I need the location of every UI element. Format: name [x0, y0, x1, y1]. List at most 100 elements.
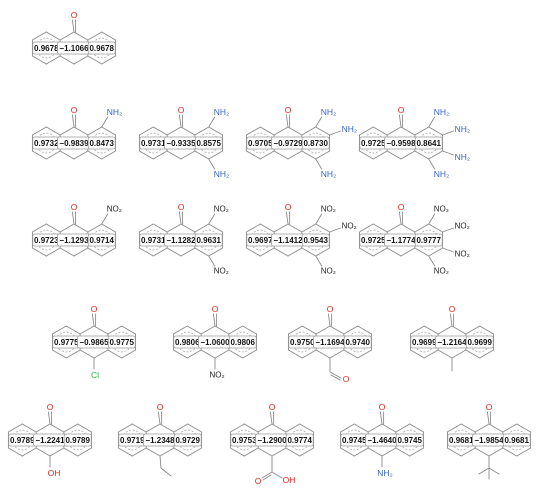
ring-bond — [273, 223, 289, 233]
ring-bond — [107, 325, 123, 335]
ring-bond — [273, 247, 289, 257]
ring-bond — [87, 150, 103, 160]
substituent-label: NO₂ — [455, 222, 470, 231]
ring-bond — [301, 247, 317, 257]
ring-bond — [145, 447, 161, 457]
ring-bond — [73, 247, 89, 257]
substituent-bond — [428, 255, 436, 267]
ring-bond — [117, 423, 133, 433]
ring-bond — [301, 150, 317, 160]
ring-bond — [315, 223, 331, 233]
ring-bond — [187, 447, 203, 457]
substituent-bond — [101, 116, 109, 128]
ring-bond — [152, 247, 168, 257]
ring-bond — [172, 349, 188, 359]
right-ring-value-box — [87, 233, 116, 247]
substituent-bond — [315, 158, 323, 170]
right-ring-value-box — [395, 433, 424, 447]
ring-bond — [173, 423, 189, 433]
ring-bond — [63, 447, 79, 457]
ring-bond — [131, 447, 147, 457]
left-ring-value: 0.9697 — [248, 236, 273, 245]
left-ring-value: 0.9731 — [141, 236, 166, 245]
ring-bond — [271, 447, 287, 457]
right-ring-value-box — [343, 335, 372, 349]
ring-bond — [502, 423, 518, 433]
ring-bond — [45, 247, 61, 257]
right-ring-value: 0.9777 — [416, 236, 441, 245]
right-ring-value-box — [285, 433, 314, 447]
substituent-label: NH₂ — [455, 152, 471, 162]
ring-bond — [287, 247, 303, 257]
ring-bond — [428, 223, 444, 233]
ring-bond — [414, 247, 430, 257]
ring-bond — [315, 349, 331, 359]
ring-bond — [271, 423, 287, 433]
left-ring-value: 0.9678 — [34, 44, 59, 53]
ring-bond — [229, 447, 245, 457]
carbonyl-bond — [379, 411, 383, 425]
carbonyl-bond — [47, 411, 51, 425]
ring-bond — [101, 150, 117, 160]
right-ring-value-box — [87, 136, 116, 150]
chlorine-label: Cl — [91, 370, 99, 380]
substituent-label: NO₂ — [107, 205, 122, 214]
center-ring-value: −1.2900 — [257, 436, 287, 445]
ring-bond — [31, 223, 47, 233]
substituent-bond — [442, 227, 455, 233]
ring-bond — [131, 423, 147, 433]
ring-bond — [372, 150, 388, 160]
carbonyl-oxygen-label: O — [71, 105, 78, 115]
ring-bond — [93, 325, 109, 335]
substituent-bond — [428, 116, 436, 128]
substituent-label: NO₂ — [434, 267, 449, 276]
right-ring-value: 0.8641 — [416, 139, 441, 148]
carboxyl-oxygen-label: O — [255, 476, 262, 486]
right-ring-value: 0.9745 — [397, 436, 422, 445]
ring-bond — [428, 247, 444, 257]
substituent-bond — [442, 130, 455, 136]
substituent-label: NO₂ — [342, 222, 357, 231]
carbonyl-oxygen-label: O — [212, 304, 219, 314]
substituent-bond — [208, 158, 216, 170]
ring-bond — [107, 349, 123, 359]
center-ring-value: −1.2164 — [437, 338, 467, 347]
ring-bond — [45, 126, 61, 136]
right-ring-value: 0.9678 — [89, 44, 114, 53]
carbonyl-oxygen-label: O — [178, 202, 185, 212]
center-ring-value: −0.9865 — [79, 338, 109, 347]
ring-bond — [101, 126, 117, 136]
left-ring-value: 0.9745 — [342, 436, 367, 445]
ring-bond — [79, 325, 95, 335]
center-ring-value: −1.0600 — [200, 338, 230, 347]
left-ring-value: 0.9750 — [290, 338, 315, 347]
right-ring-value-box — [502, 433, 531, 447]
ring-bond — [242, 325, 258, 335]
ring-bond — [423, 349, 439, 359]
ring-bond — [409, 447, 425, 457]
ring-bond — [358, 126, 374, 136]
left-ring-value: 0.9775 — [54, 338, 79, 347]
ring-bond — [301, 223, 317, 233]
right-ring-value-box — [63, 433, 92, 447]
ring-bond — [259, 150, 275, 160]
nitro-label: NO₂ — [209, 371, 224, 380]
substituent-label: NO₂ — [321, 205, 336, 214]
ring-bond — [273, 150, 289, 160]
ring-bond — [49, 423, 65, 433]
ring-bond — [446, 423, 462, 433]
substituent-label: NH₂ — [434, 107, 450, 117]
substituent-label: NH₂ — [342, 124, 358, 134]
carbonyl-oxygen-label: O — [398, 105, 405, 115]
ring-bond — [465, 349, 481, 359]
ring-bond — [180, 247, 196, 257]
ring-bond — [353, 423, 369, 433]
left-ring-value: 0.9719 — [120, 436, 145, 445]
ring-bond — [77, 423, 93, 433]
ring-bond — [367, 447, 383, 457]
ring-bond — [315, 126, 331, 136]
center-ring-value: −1.4640 — [367, 436, 397, 445]
ring-bond — [386, 223, 402, 233]
